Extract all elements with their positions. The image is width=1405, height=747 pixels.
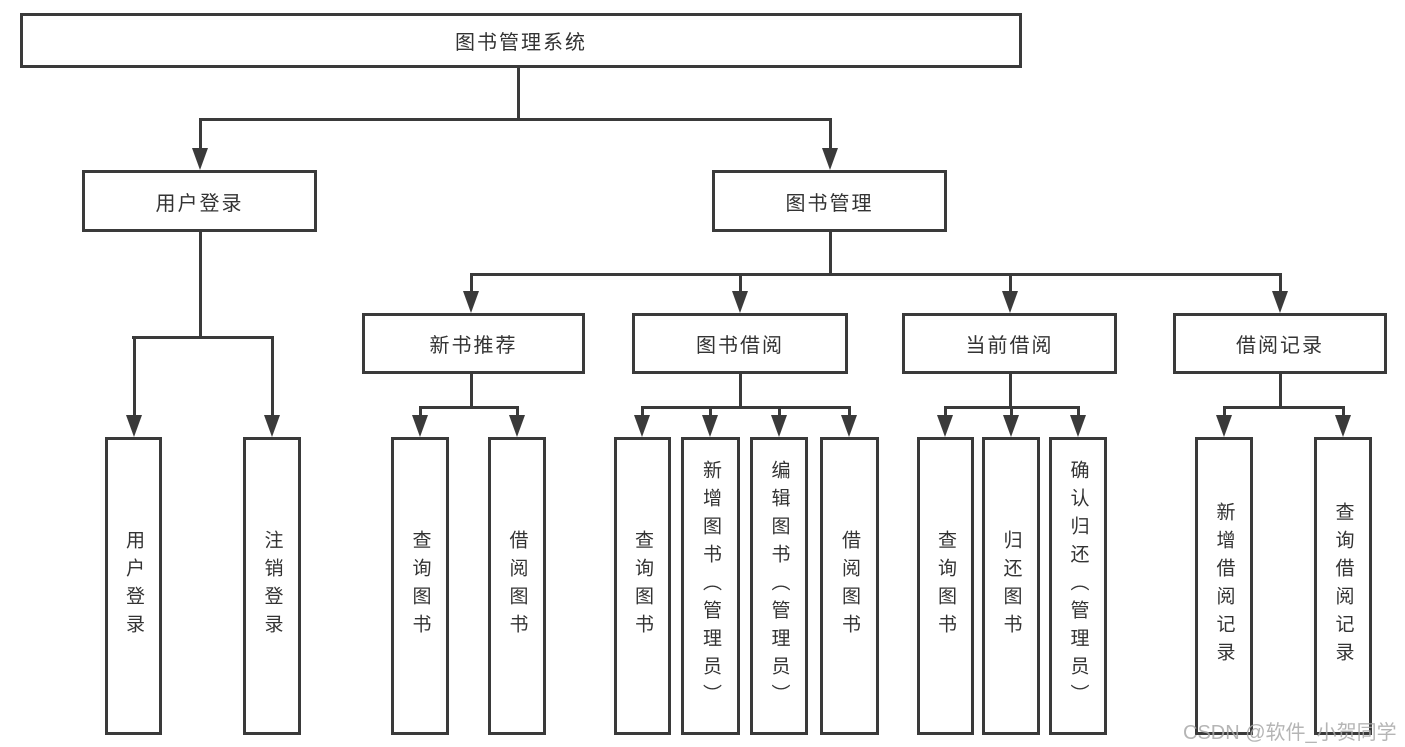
connector-arrow xyxy=(771,406,787,437)
connector-line xyxy=(199,232,202,336)
connector-line xyxy=(1009,374,1012,406)
leaf-logout: 注销登录 xyxy=(243,437,301,735)
connector-arrow xyxy=(937,406,953,437)
node-new-book-recommend: 新书推荐 xyxy=(362,313,585,374)
node-user-login: 用户登录 xyxy=(82,170,317,232)
leaf-borrow-book: 借阅图书 xyxy=(820,437,879,735)
leaf-return-book: 归还图书 xyxy=(982,437,1040,735)
connector-line xyxy=(641,406,851,409)
leaf-borrow-book-recommend: 借阅图书 xyxy=(488,437,546,735)
csdn-watermark: CSDN @软件_小贺同学 xyxy=(1183,722,1397,744)
connector-arrow xyxy=(1272,273,1288,313)
connector-arrow xyxy=(732,273,748,313)
connector-line xyxy=(132,336,274,339)
connector-line xyxy=(1279,374,1282,406)
leaf-add-book-admin: 新增图书（管理员） xyxy=(681,437,740,735)
connector-arrow xyxy=(634,406,650,437)
node-borrow-record: 借阅记录 xyxy=(1173,313,1387,374)
connector-line xyxy=(470,273,1282,276)
connector-arrow xyxy=(509,406,525,437)
node-book-management: 图书管理 xyxy=(712,170,947,232)
connector-arrow xyxy=(412,406,428,437)
connector-arrow xyxy=(1335,406,1351,437)
leaf-user-login: 用户登录 xyxy=(105,437,162,735)
connector-arrow xyxy=(702,406,718,437)
node-book-borrow: 图书借阅 xyxy=(632,313,848,374)
leaf-query-book-borrow: 查询图书 xyxy=(614,437,671,735)
connector-line xyxy=(199,118,832,121)
connector-arrow xyxy=(1216,406,1232,437)
node-library-management-system: 图书管理系统 xyxy=(20,13,1022,68)
connector-line xyxy=(829,232,832,273)
connector-arrow xyxy=(126,336,142,437)
connector-line xyxy=(517,68,520,118)
connector-arrow xyxy=(841,406,857,437)
connector-line xyxy=(739,374,742,406)
leaf-add-borrow-record: 新增借阅记录 xyxy=(1195,437,1253,735)
leaf-query-book-current: 查询图书 xyxy=(917,437,974,735)
connector-arrow xyxy=(264,336,280,437)
connector-arrow xyxy=(192,118,208,170)
connector-arrow xyxy=(463,273,479,313)
leaf-edit-book-admin: 编辑图书（管理员） xyxy=(750,437,808,735)
connector-line xyxy=(1223,406,1345,409)
connector-line xyxy=(419,406,519,409)
connector-arrow xyxy=(1070,406,1086,437)
leaf-confirm-return-admin: 确认归还（管理员） xyxy=(1049,437,1107,735)
leaf-query-borrow-record: 查询借阅记录 xyxy=(1314,437,1372,735)
leaf-query-book-recommend: 查询图书 xyxy=(391,437,449,735)
node-current-borrow: 当前借阅 xyxy=(902,313,1117,374)
connector-arrow xyxy=(822,118,838,170)
connector-arrow xyxy=(1002,273,1018,313)
connector-line xyxy=(470,374,473,406)
connector-arrow xyxy=(1003,406,1019,437)
